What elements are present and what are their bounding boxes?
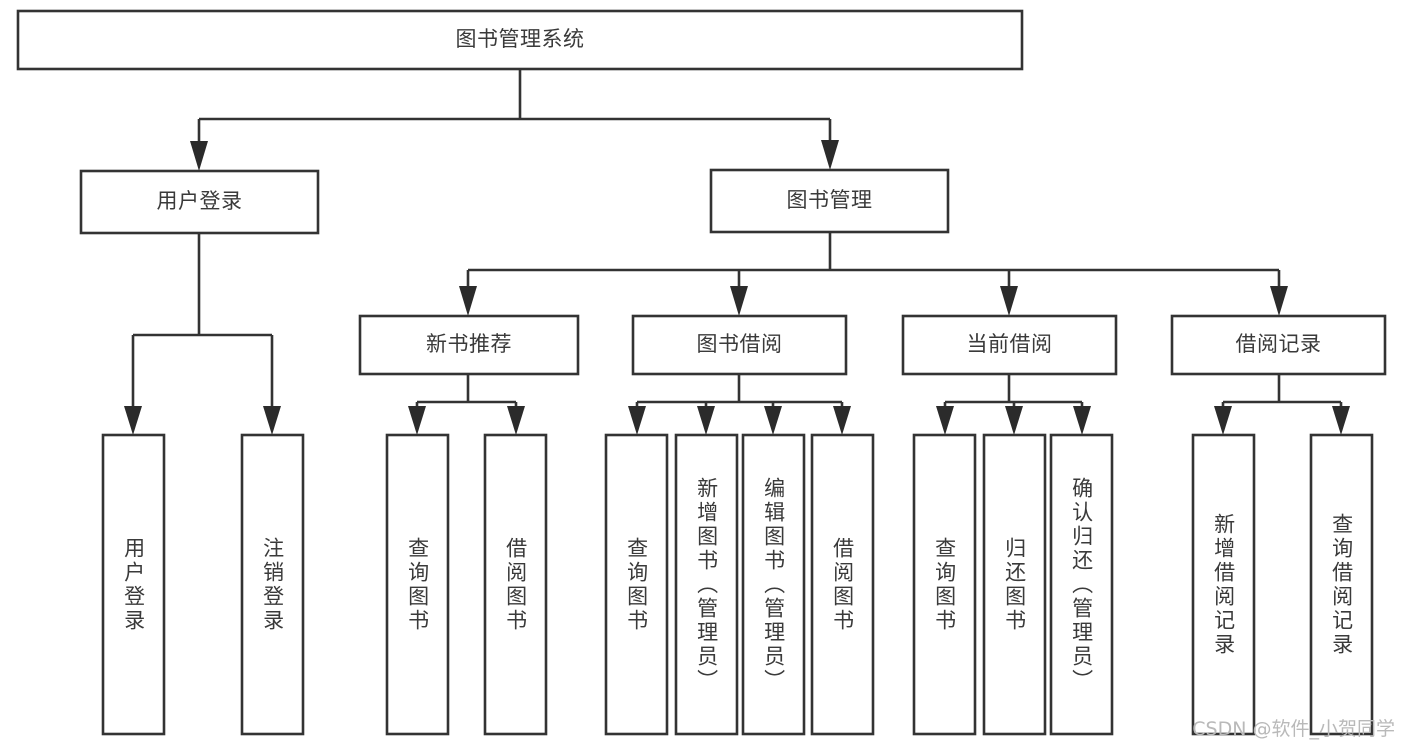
arrow-head-leaf-borrow-book-1 — [507, 406, 525, 435]
arrow-head-leaf-query-book-3 — [936, 406, 954, 435]
node-box-leaf-query-book-2[interactable] — [604, 433, 669, 736]
arrow-head-leaf-add-record — [1214, 406, 1232, 435]
arrow-head-current-borrow — [1000, 286, 1018, 316]
node-box-leaf-query-record[interactable] — [1309, 433, 1374, 736]
arrow-head-new-book-recommend — [459, 286, 477, 316]
arrow-head-leaf-query-record — [1332, 406, 1350, 435]
node-box-leaf-add-book[interactable] — [674, 433, 739, 736]
arrow-head-user-login — [190, 141, 208, 171]
node-box-current-borrow[interactable] — [901, 314, 1118, 376]
node-box-leaf-edit-book[interactable] — [741, 433, 806, 736]
node-box-leaf-borrow-book-1[interactable] — [483, 433, 548, 736]
node-box-user-login[interactable] — [79, 169, 320, 235]
node-box-book-manage[interactable] — [709, 168, 950, 234]
node-box-leaf-query-book-3[interactable] — [912, 433, 977, 736]
arrow-head-book-borrow — [730, 286, 748, 316]
arrow-head-book-manage — [821, 140, 839, 170]
arrow-head-leaf-return-book — [1005, 406, 1023, 435]
node-box-leaf-user-logout[interactable] — [240, 433, 305, 736]
node-box-new-book-recommend[interactable] — [358, 314, 580, 376]
node-box-leaf-confirm-return[interactable] — [1049, 433, 1114, 736]
node-box-root[interactable] — [16, 9, 1024, 71]
node-box-leaf-user-login[interactable] — [101, 433, 166, 736]
arrow-head-leaf-borrow-book-2 — [833, 406, 851, 435]
arrow-head-leaf-add-book — [697, 406, 715, 435]
node-box-borrow-record[interactable] — [1170, 314, 1387, 376]
arrow-head-leaf-user-logout — [263, 406, 281, 435]
node-box-leaf-add-record[interactable] — [1191, 433, 1256, 736]
arrow-head-leaf-confirm-return — [1073, 406, 1091, 435]
node-box-book-borrow[interactable] — [631, 314, 848, 376]
arrow-head-leaf-edit-book — [764, 406, 782, 435]
arrow-head-leaf-user-login — [124, 406, 142, 435]
node-box-leaf-return-book[interactable] — [982, 433, 1047, 736]
arrow-head-leaf-query-book-1 — [408, 406, 426, 435]
arrow-head-borrow-record — [1270, 286, 1288, 316]
node-box-leaf-borrow-book-2[interactable] — [810, 433, 875, 736]
arrow-head-leaf-query-book-2 — [628, 406, 646, 435]
node-box-leaf-query-book-1[interactable] — [385, 433, 450, 736]
